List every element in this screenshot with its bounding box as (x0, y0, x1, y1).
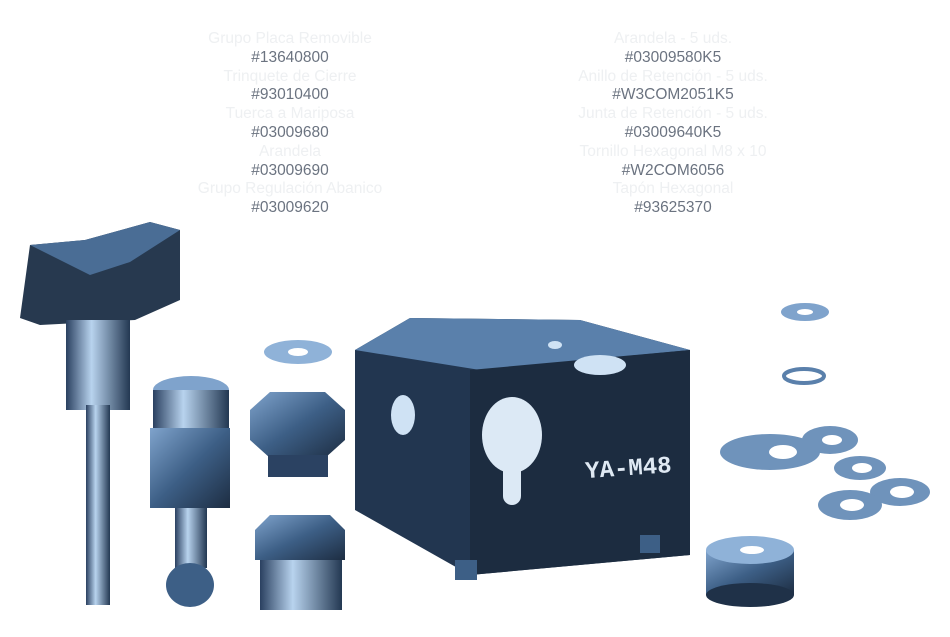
part-name: Grupo Placa Removible (208, 30, 372, 47)
handle-rod-part (20, 222, 180, 605)
hex-bolt-part (255, 515, 345, 610)
part-code: #03009690 (251, 161, 329, 179)
part-name: Tapón Hexagonal (612, 180, 734, 198)
hex-plug-part (250, 392, 345, 477)
part-name: Trinquete de Cierre (223, 67, 357, 85)
part-code: #W2COM6056 (621, 161, 725, 179)
part-code: #03009640K5 (624, 123, 722, 141)
regulation-screw-part (150, 376, 230, 607)
part-code: #13640800 (251, 48, 329, 66)
part-name: Arandela (258, 142, 322, 160)
part-code: #W3COM2051K5 (612, 86, 734, 104)
cap-nut-part (706, 536, 794, 607)
part-name: Junta de Retención - 5 uds. (578, 105, 768, 123)
part-code: #93010400 (251, 86, 329, 104)
part-code: #03009620 (251, 199, 329, 217)
parts-list-right: Arandela - 5 uds. #03009580K5 Anillo de … (523, 30, 823, 218)
block-marking: YA-M48 (584, 453, 672, 486)
part-code: #93625370 (634, 199, 712, 217)
part-name: Tuerca a Mariposa (225, 105, 355, 123)
parts-list-left: Grupo Placa Removible #13640800 Trinquet… (140, 30, 440, 218)
main-block-part: YA-M48 (355, 318, 690, 580)
part-code: #03009680 (251, 123, 329, 141)
part-name: Tornillo Hexagonal M8 x 10 (579, 142, 767, 160)
part-name: Anillo de Retención - 5 uds. (578, 67, 768, 85)
part-code: #03009580K5 (624, 48, 722, 66)
part-name: Grupo Regulación Abanico (197, 180, 383, 198)
part-name: Arandela - 5 uds. (613, 30, 733, 47)
retention-ring-part (782, 367, 826, 385)
